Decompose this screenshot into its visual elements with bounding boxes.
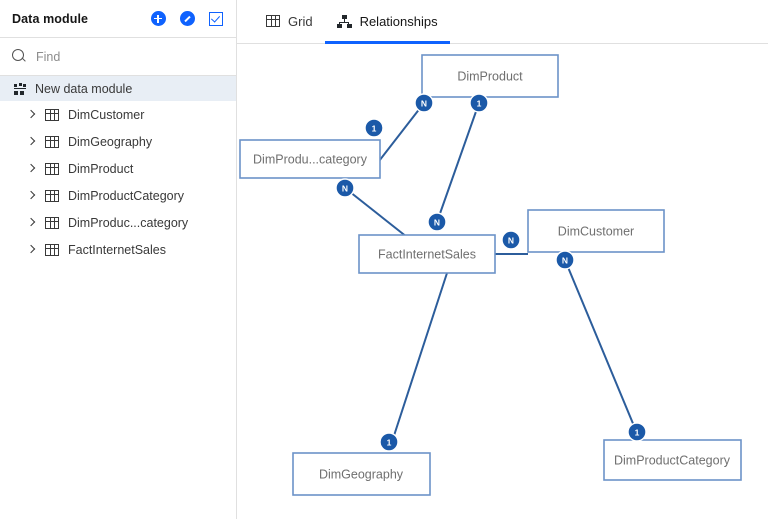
- table-icon: [45, 216, 59, 229]
- tree-root-label: New data module: [35, 81, 133, 96]
- chevron-right-icon[interactable]: [27, 164, 36, 173]
- link-group: [344, 102, 640, 452]
- tree-item-label: DimGeography: [68, 134, 153, 149]
- node-label: DimProduct: [457, 69, 523, 83]
- badge-cardinality-1-dimgeography-top[interactable]: 1: [379, 432, 399, 452]
- table-icon: [45, 135, 59, 148]
- link-dimcustomer-dimproductcategory[interactable]: [564, 259, 640, 439]
- chevron-right-icon[interactable]: [27, 191, 36, 200]
- tree-item-label: DimCustomer: [68, 107, 145, 122]
- search-input[interactable]: Find: [36, 49, 61, 64]
- link-dimproduct-factinternetsales[interactable]: [436, 102, 480, 223]
- badge-cardinality-1-dimproductsubcategory-top[interactable]: 1: [364, 118, 384, 138]
- node-dimgeography[interactable]: DimGeography: [292, 452, 431, 496]
- tab-bar: Grid Relationships: [237, 0, 768, 44]
- badge-cardinality-n-factinternetsales-right[interactable]: N: [501, 230, 521, 250]
- search-icon: [12, 49, 27, 64]
- badge-cardinality-n-dimproductsubcategory-bottom[interactable]: N: [335, 178, 355, 198]
- select-icon: [209, 11, 223, 26]
- tree-item-label: DimProductCategory: [68, 188, 185, 203]
- add-button[interactable]: [150, 11, 166, 27]
- badge-label: 1: [635, 428, 640, 438]
- tab-grid-label: Grid: [288, 13, 313, 29]
- node-label: DimProdu...category: [253, 152, 368, 166]
- tab-relationships[interactable]: Relationships: [324, 1, 450, 44]
- table-icon: [45, 243, 59, 256]
- sidebar-item-dimproductsubcategory[interactable]: DimProduc...category: [0, 209, 236, 236]
- badge-cardinality-1-dimproductcategory-top[interactable]: 1: [627, 422, 647, 442]
- node-label: FactInternetSales: [378, 247, 476, 261]
- badge-cardinality-n-factinternetsales-top[interactable]: N: [427, 212, 447, 232]
- sidebar-item-factinternetsales[interactable]: FactInternetSales: [0, 236, 236, 263]
- badge-label: N: [342, 184, 348, 194]
- tree-root-new-data-module[interactable]: New data module: [0, 76, 236, 101]
- sidebar-item-dimcustomer[interactable]: DimCustomer: [0, 101, 236, 128]
- sidebar-actions: [150, 11, 224, 27]
- node-label: DimCustomer: [558, 224, 634, 238]
- badge-cardinality-n-dimproduct-left[interactable]: N: [414, 93, 434, 113]
- tab-relationships-label: Relationships: [359, 13, 438, 29]
- node-dimproductsubcategory[interactable]: DimProdu...category: [239, 139, 381, 179]
- edit-button[interactable]: [179, 11, 195, 27]
- badge-label: N: [434, 218, 440, 228]
- badge-label: N: [421, 99, 427, 109]
- badge-label: N: [508, 236, 514, 246]
- data-module-icon: [14, 82, 28, 95]
- search-row[interactable]: Find: [0, 38, 236, 76]
- link-dimproductsubcategory-factinternetsales[interactable]: [344, 187, 413, 242]
- sidebar-item-dimproduct[interactable]: DimProduct: [0, 155, 236, 182]
- sidebar-item-dimgeography[interactable]: DimGeography: [0, 128, 236, 155]
- node-dimcustomer[interactable]: DimCustomer: [527, 209, 665, 253]
- sidebar-header: Data module: [0, 0, 236, 38]
- relationship-diagram: DimProduct DimProdu...category FactInter…: [239, 54, 742, 496]
- node-dimproductcategory[interactable]: DimProductCategory: [603, 439, 742, 481]
- tree-item-label: DimProduc...category: [68, 215, 189, 230]
- relationships-icon: [336, 14, 352, 28]
- relationships-canvas[interactable]: DimProduct DimProdu...category FactInter…: [237, 45, 768, 519]
- add-icon: [150, 11, 166, 26]
- select-button[interactable]: [208, 11, 224, 27]
- badge-label: 1: [477, 99, 482, 109]
- chevron-right-icon[interactable]: [27, 137, 36, 146]
- data-module-sidebar: Data module Find: [0, 0, 237, 519]
- tree-item-label: DimProduct: [68, 161, 134, 176]
- badge-label: N: [562, 256, 568, 266]
- badge-label: 1: [372, 124, 377, 134]
- badge-label: 1: [387, 438, 392, 448]
- link-factinternetsales-dimgeography[interactable]: [388, 272, 448, 452]
- main-panel: Grid Relationships: [237, 0, 768, 519]
- tab-grid[interactable]: Grid: [254, 1, 325, 44]
- table-icon: [45, 108, 59, 121]
- node-label: DimProductCategory: [614, 453, 731, 467]
- badge-cardinality-1-dimproduct-bottom[interactable]: 1: [469, 93, 489, 113]
- tree-item-label: FactInternetSales: [68, 242, 166, 257]
- link-dimproductsubcategory-dimproduct[interactable]: [375, 102, 425, 166]
- panel-title: Data module: [12, 11, 89, 26]
- chevron-right-icon[interactable]: [27, 110, 36, 119]
- sidebar-item-dimproductcategory[interactable]: DimProductCategory: [0, 182, 236, 209]
- grid-icon: [266, 15, 280, 27]
- chevron-right-icon[interactable]: [27, 245, 36, 254]
- edit-icon: [179, 11, 195, 26]
- badge-cardinality-n-dimcustomer-bottom[interactable]: N: [555, 250, 575, 270]
- node-label: DimGeography: [319, 467, 404, 481]
- node-factinternetsales[interactable]: FactInternetSales: [358, 234, 496, 274]
- chevron-right-icon[interactable]: [27, 218, 36, 227]
- table-icon: [45, 189, 59, 202]
- table-icon: [45, 162, 59, 175]
- node-dimproduct[interactable]: DimProduct: [421, 54, 559, 98]
- data-module-tree: New data module DimCustomer DimGeography…: [0, 76, 236, 263]
